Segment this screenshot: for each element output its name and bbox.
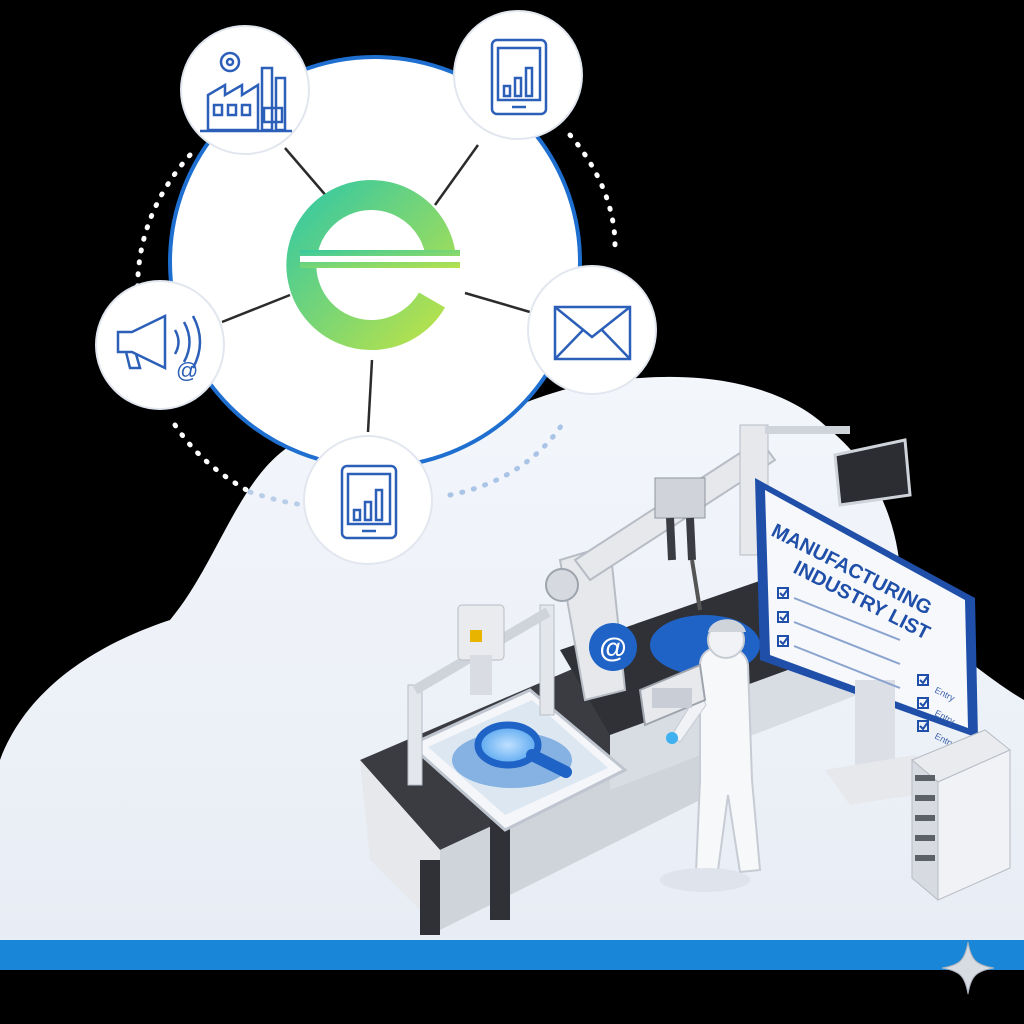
tablet-chart-icon <box>340 464 398 540</box>
screen-checklist-right <box>917 674 929 732</box>
worker-figure <box>660 619 762 892</box>
email-bubble-glyph: @ <box>599 632 626 663</box>
megaphone-email-icon <box>116 314 202 370</box>
tablet-chart-icon <box>490 38 548 116</box>
bottom-bar <box>0 940 1024 970</box>
brand-logo <box>286 180 460 350</box>
server-rack <box>911 729 1011 902</box>
at-sign-icon: @ <box>176 358 198 383</box>
email-bubble <box>589 623 637 671</box>
node-factory[interactable] <box>180 25 310 155</box>
magnifier-icon <box>474 721 572 778</box>
node-tablet-bottom[interactable] <box>303 435 433 565</box>
sparkle-icon <box>941 941 995 995</box>
screen-checklist-left <box>777 587 901 689</box>
factory-icon <box>200 51 292 133</box>
hub-connectors <box>221 144 531 433</box>
envelope-icon <box>553 305 632 361</box>
node-envelope[interactable] <box>527 265 657 395</box>
node-megaphone[interactable]: @ <box>95 280 225 410</box>
node-tablet-top[interactable] <box>453 10 583 140</box>
